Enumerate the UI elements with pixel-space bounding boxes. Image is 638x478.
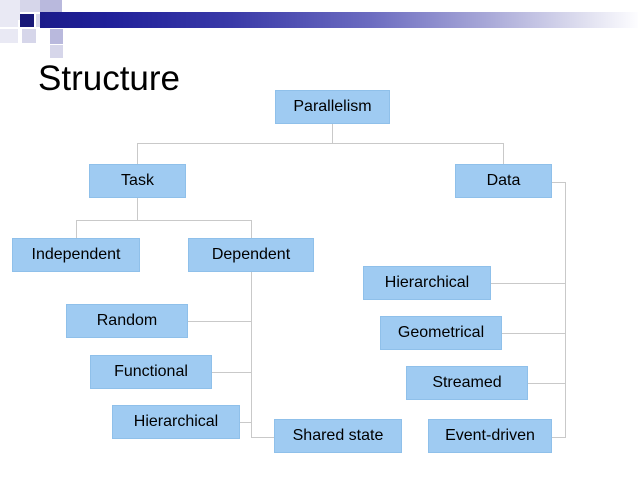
connector-to-random [188, 321, 252, 322]
node-event-driven[interactable]: Event-driven [428, 419, 552, 453]
connector-parallelism-bus [137, 143, 503, 144]
connector-to-data [503, 143, 504, 164]
decor-square-10 [50, 45, 63, 58]
node-functional[interactable]: Functional [90, 355, 212, 389]
connector-data-spine [565, 182, 566, 438]
connector-to-task [137, 143, 138, 164]
connector-task-stem [137, 198, 138, 220]
connector-to-functional [212, 372, 252, 373]
decor-square-dark [20, 14, 34, 27]
node-shared-state[interactable]: Shared state [274, 419, 402, 453]
connector-to-shared-state [251, 437, 275, 438]
node-geometrical[interactable]: Geometrical [380, 316, 502, 350]
node-random[interactable]: Random [66, 304, 188, 338]
page-title: Structure [38, 59, 180, 98]
decor-square-9 [50, 29, 63, 44]
connector-task-bus [76, 220, 252, 221]
connector-parallelism-stem [332, 124, 333, 143]
node-parallelism[interactable]: Parallelism [275, 90, 390, 124]
node-hierarchical-data[interactable]: Hierarchical [363, 266, 491, 300]
decor-square-3 [40, 0, 62, 12]
decor-square-2 [20, 0, 40, 12]
decor-square-4 [0, 14, 18, 27]
connector-to-streamed [528, 383, 566, 384]
node-data[interactable]: Data [455, 164, 552, 198]
connector-to-event-driven [552, 437, 566, 438]
decor-square-8 [22, 29, 36, 43]
node-hierarchical-task[interactable]: Hierarchical [112, 405, 240, 439]
node-dependent[interactable]: Dependent [188, 238, 314, 272]
connector-to-hierarchical-data [491, 283, 566, 284]
connector-to-geometrical [502, 333, 566, 334]
connector-dependent-spine [251, 272, 252, 437]
header-accent-bar [40, 12, 638, 28]
node-streamed[interactable]: Streamed [406, 366, 528, 400]
connector-data-stub [552, 182, 566, 183]
connector-to-hierarchical-task [240, 422, 252, 423]
connector-to-independent [76, 220, 77, 238]
connector-to-dependent [251, 220, 252, 238]
node-independent[interactable]: Independent [12, 238, 140, 272]
node-task[interactable]: Task [89, 164, 186, 198]
decor-square-7 [0, 29, 18, 43]
